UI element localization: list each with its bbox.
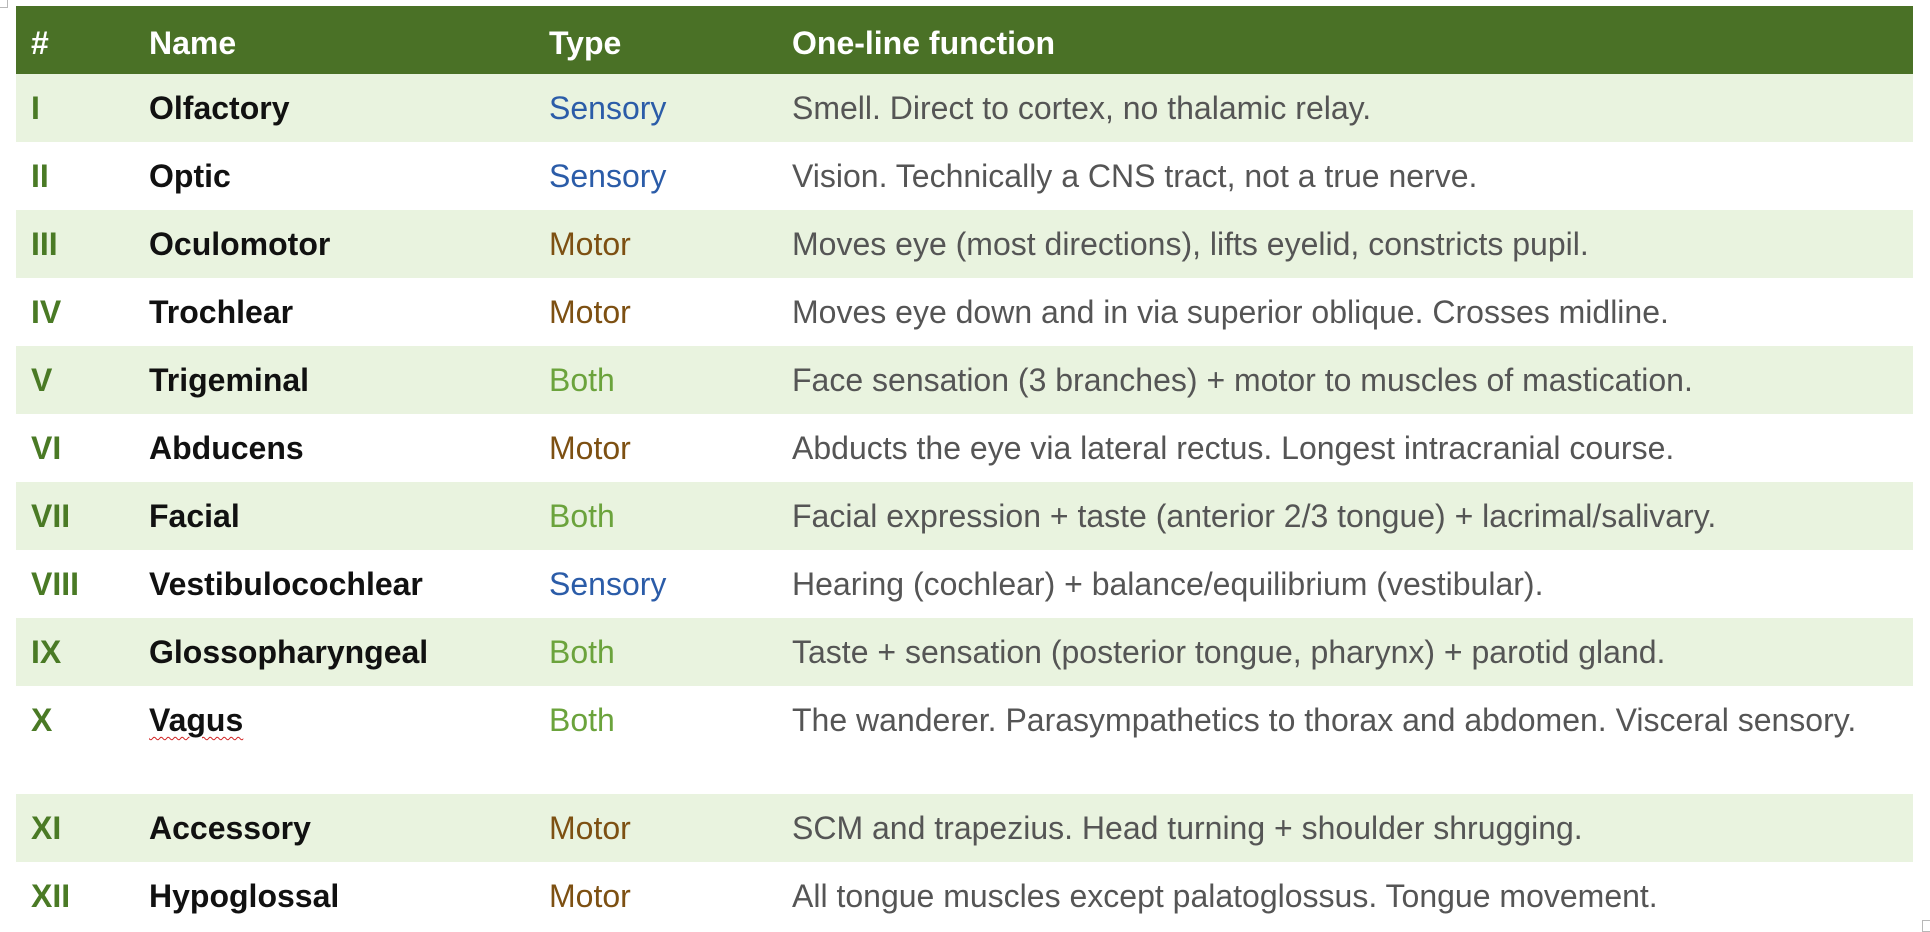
nerve-function: Hearing (cochlear) + balance/equilibrium…: [792, 566, 1544, 602]
nerve-function: SCM and trapezius. Head turning + should…: [792, 810, 1583, 846]
nerve-type: Sensory: [549, 90, 667, 126]
nerve-name: Glossopharyngeal: [149, 634, 429, 670]
nerve-number: VIII: [31, 566, 80, 602]
nerve-type: Motor: [549, 878, 631, 914]
table-row: VI Abducens Motor Abducts the eye via la…: [16, 414, 1913, 482]
nerve-name: Vagus: [134, 700, 534, 740]
nerve-type: Motor: [549, 294, 631, 330]
table-row: III Oculomotor Motor Moves eye (most dir…: [16, 210, 1913, 278]
nerve-number: XII: [31, 878, 71, 914]
nerve-number: XI: [31, 810, 62, 846]
nerve-number: I: [31, 90, 40, 126]
nerve-function: Smell. Direct to cortex, no thalamic rel…: [792, 90, 1372, 126]
nerve-name: Hypoglossal: [149, 878, 340, 914]
page-corner-marker: [0, 0, 8, 8]
nerve-name: Facial: [149, 498, 240, 534]
nerve-number: VII: [31, 498, 71, 534]
table-row: X Vagus Both The wanderer. Parasympathet…: [16, 686, 1913, 794]
nerve-type: Both: [549, 498, 615, 534]
cranial-nerves-table: # Name Type One-line function I Olfactor…: [16, 6, 1913, 930]
nerve-function: Vision. Technically a CNS tract, not a t…: [792, 158, 1478, 194]
nerve-function: Taste + sensation (posterior tongue, pha…: [792, 634, 1666, 670]
table-row: XI Accessory Motor SCM and trapezius. He…: [16, 794, 1913, 862]
nerve-number: IV: [31, 294, 62, 330]
table-row: V Trigeminal Both Face sensation (3 bran…: [16, 346, 1913, 414]
nerve-number: VI: [31, 430, 62, 466]
nerve-name: Accessory: [149, 810, 311, 846]
nerve-number: V: [31, 362, 53, 398]
table-row: XII Hypoglossal Motor All tongue muscles…: [16, 862, 1913, 930]
spellcheck-underlined-word[interactable]: Vagus: [149, 702, 244, 738]
nerve-number: X: [31, 702, 53, 738]
nerve-number: III: [31, 226, 58, 262]
nerve-name: Olfactory: [149, 90, 290, 126]
nerve-function: Moves eye (most directions), lifts eyeli…: [792, 226, 1589, 262]
nerve-type: Both: [549, 702, 615, 738]
nerve-function: Abducts the eye via lateral rectus. Long…: [792, 430, 1675, 466]
nerve-type: Motor: [549, 226, 631, 262]
nerve-function: Moves eye down and in via superior obliq…: [792, 294, 1669, 330]
nerve-type: Sensory: [549, 566, 667, 602]
page-corner-marker: [1922, 920, 1930, 932]
nerve-type: Both: [549, 362, 615, 398]
nerve-name: Oculomotor: [149, 226, 331, 262]
header-number: #: [31, 25, 49, 61]
nerve-type: Sensory: [549, 158, 667, 194]
nerve-name: Trigeminal: [149, 362, 310, 398]
header-function: One-line function: [792, 25, 1056, 61]
table-row: I Olfactory Sensory Smell. Direct to cor…: [16, 74, 1913, 142]
nerve-function: Face sensation (3 branches) + motor to m…: [792, 362, 1693, 398]
nerve-number: II: [31, 158, 49, 194]
nerve-function: Facial expression + taste (anterior 2/3 …: [792, 498, 1717, 534]
header-name: Name: [149, 25, 237, 61]
nerve-function: The wanderer. Parasympathetics to thorax…: [792, 702, 1857, 738]
nerve-name: Vestibulocochlear: [149, 566, 423, 602]
table-row: II Optic Sensory Vision. Technically a C…: [16, 142, 1913, 210]
header-type: Type: [549, 25, 622, 61]
nerve-function: All tongue muscles except palatoglossus.…: [792, 878, 1658, 914]
nerve-name: Abducens: [149, 430, 304, 466]
table-row: IV Trochlear Motor Moves eye down and in…: [16, 278, 1913, 346]
nerve-name: Optic: [149, 158, 231, 194]
nerve-number: IX: [31, 634, 62, 670]
nerve-name: Trochlear: [149, 294, 294, 330]
table-row: IX Glossopharyngeal Both Taste + sensati…: [16, 618, 1913, 686]
nerve-type: Both: [549, 634, 615, 670]
table-header-row: # Name Type One-line function: [16, 6, 1913, 74]
table-row: VIII Vestibulocochlear Sensory Hearing (…: [16, 550, 1913, 618]
nerve-type: Motor: [549, 430, 631, 466]
table-row: VII Facial Both Facial expression + tast…: [16, 482, 1913, 550]
nerve-type: Motor: [549, 810, 631, 846]
